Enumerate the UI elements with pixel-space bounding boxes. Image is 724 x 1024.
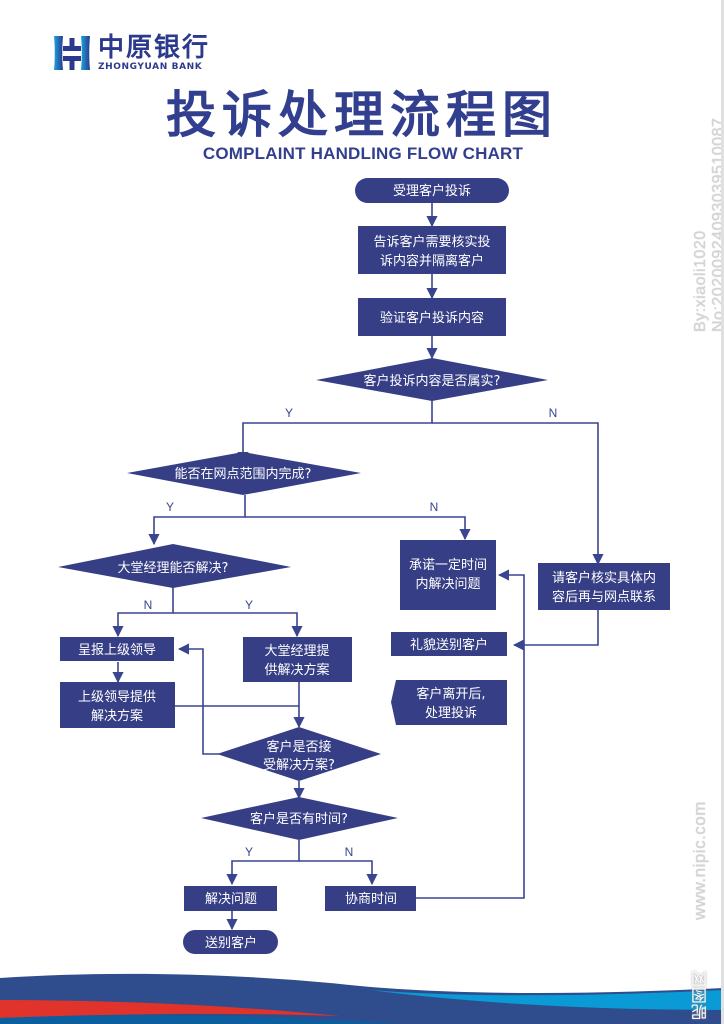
bank-logo: 中原银行 ZHONGYUAN BANK xyxy=(52,33,210,73)
edge-accept-no-report xyxy=(177,643,219,755)
watermark-site-text: www.nipic.com xyxy=(690,801,709,920)
label-manager-solve: 大堂经理能否解决? xyxy=(118,561,229,576)
label-in-branch: 能否在网点范围内完成? xyxy=(175,466,312,482)
label-inform-2: 诉内容并隔离客户 xyxy=(380,253,484,269)
edge-istrue-yes xyxy=(237,400,433,464)
watermark-brand-text: 昵图网 xyxy=(693,970,710,1021)
node-has-time xyxy=(201,797,398,840)
label-accept-2: 受解决方案? xyxy=(263,757,335,773)
bank-name-cn: 中原银行 xyxy=(98,32,211,63)
label-after-leave-2: 处理投诉 xyxy=(425,705,477,721)
label-leader-plan-2: 解决方案 xyxy=(91,708,143,724)
label-negotiate: 协商时间 xyxy=(345,892,397,907)
node-negotiate xyxy=(325,886,416,911)
edge-label-manager-no: N xyxy=(144,598,153,612)
label-start: 受理客户投诉 xyxy=(393,183,471,199)
label-accept-1: 客户是否接 xyxy=(266,739,331,755)
node-accept xyxy=(217,727,381,781)
watermark-author: By:xiaoli1020 No:20200924093039510087 xyxy=(680,12,724,332)
edge-hastime-yes xyxy=(226,840,300,886)
edge-inbranch-yes xyxy=(148,495,246,546)
node-verify xyxy=(358,298,506,336)
label-solve: 解决问题 xyxy=(205,892,257,907)
watermark-site: www.nipic.com 昵图网 xyxy=(680,790,720,1020)
node-in-branch xyxy=(127,452,361,495)
label-manager-plan-2: 供解决方案 xyxy=(264,662,329,678)
node-ask-verify xyxy=(538,563,670,610)
label-farewell-polite: 礼貌送别客户 xyxy=(410,637,488,653)
label-end: 送别客户 xyxy=(205,935,257,951)
footer-wave-decoration xyxy=(0,960,724,1024)
edge-label-istrue-no: N xyxy=(549,406,558,420)
label-is-true: 客户投诉内容是否属实? xyxy=(364,373,501,389)
page-subtitle: COMPLAINT HANDLING FLOW CHART xyxy=(202,144,524,163)
edge-label-inbranch-no: N xyxy=(430,500,439,514)
edge-hastime-no xyxy=(299,860,378,886)
edge-negotiate-promise xyxy=(416,569,525,899)
edge-label-inbranch-yes: Y xyxy=(166,500,174,514)
node-labels: 受理客户投诉 告诉客户需要核实投 诉内容并隔离客户 验证客户投诉内容 客户投诉内… xyxy=(78,183,656,951)
edge-label-manager-yes: Y xyxy=(245,598,253,612)
node-after-leave xyxy=(391,680,507,725)
node-end xyxy=(183,930,278,954)
label-ask-verify-1: 请客户核实具体内 xyxy=(552,570,656,586)
label-promise-2: 内解决问题 xyxy=(415,576,480,592)
connectors xyxy=(112,203,604,931)
node-manager-plan xyxy=(243,637,352,682)
edge-askverify-farewell xyxy=(512,610,599,651)
page-title: 投诉处理流程图 xyxy=(166,86,558,144)
node-farewell-polite xyxy=(391,632,507,656)
node-report xyxy=(60,637,174,661)
edge-inbranch-no xyxy=(245,516,471,541)
node-start xyxy=(355,178,509,203)
edge-istrue-no xyxy=(432,422,604,566)
page-edge xyxy=(721,0,724,1024)
edge-labels: Y N Y N N Y Y N xyxy=(144,406,558,859)
nodes xyxy=(58,178,670,954)
label-promise-1: 承诺一定时间 xyxy=(409,558,487,573)
label-ask-verify-2: 容后再与网点联系 xyxy=(552,589,656,605)
bank-name-en: ZHONGYUAN BANK xyxy=(98,61,203,72)
label-inform-1: 告诉客户需要核实投 xyxy=(373,234,490,250)
label-leader-plan-1: 上级领导提供 xyxy=(78,689,156,705)
label-has-time: 客户是否有时间? xyxy=(250,811,348,827)
node-is-true xyxy=(316,358,548,401)
edge-manager-yes xyxy=(173,612,303,638)
edge-label-time-no: N xyxy=(345,845,354,859)
node-promise xyxy=(400,540,496,610)
node-leader-plan xyxy=(60,682,175,728)
watermark-author-text: By:xiaoli1020 No:20200924093039510087 xyxy=(692,117,724,332)
label-report: 呈报上级领导 xyxy=(78,643,156,658)
edge-label-istrue-yes: Y xyxy=(285,406,293,420)
node-solve xyxy=(184,886,277,911)
label-verify: 验证客户投诉内容 xyxy=(380,310,484,326)
label-after-leave-1: 客户离开后, xyxy=(416,686,485,702)
node-manager-solve xyxy=(58,544,291,588)
edge-label-time-yes: Y xyxy=(245,845,253,859)
zhongyuan-bank-logo-icon xyxy=(54,36,90,70)
label-manager-plan-1: 大堂经理提 xyxy=(264,643,329,659)
edge-manager-no xyxy=(112,587,174,638)
node-inform xyxy=(358,226,506,274)
